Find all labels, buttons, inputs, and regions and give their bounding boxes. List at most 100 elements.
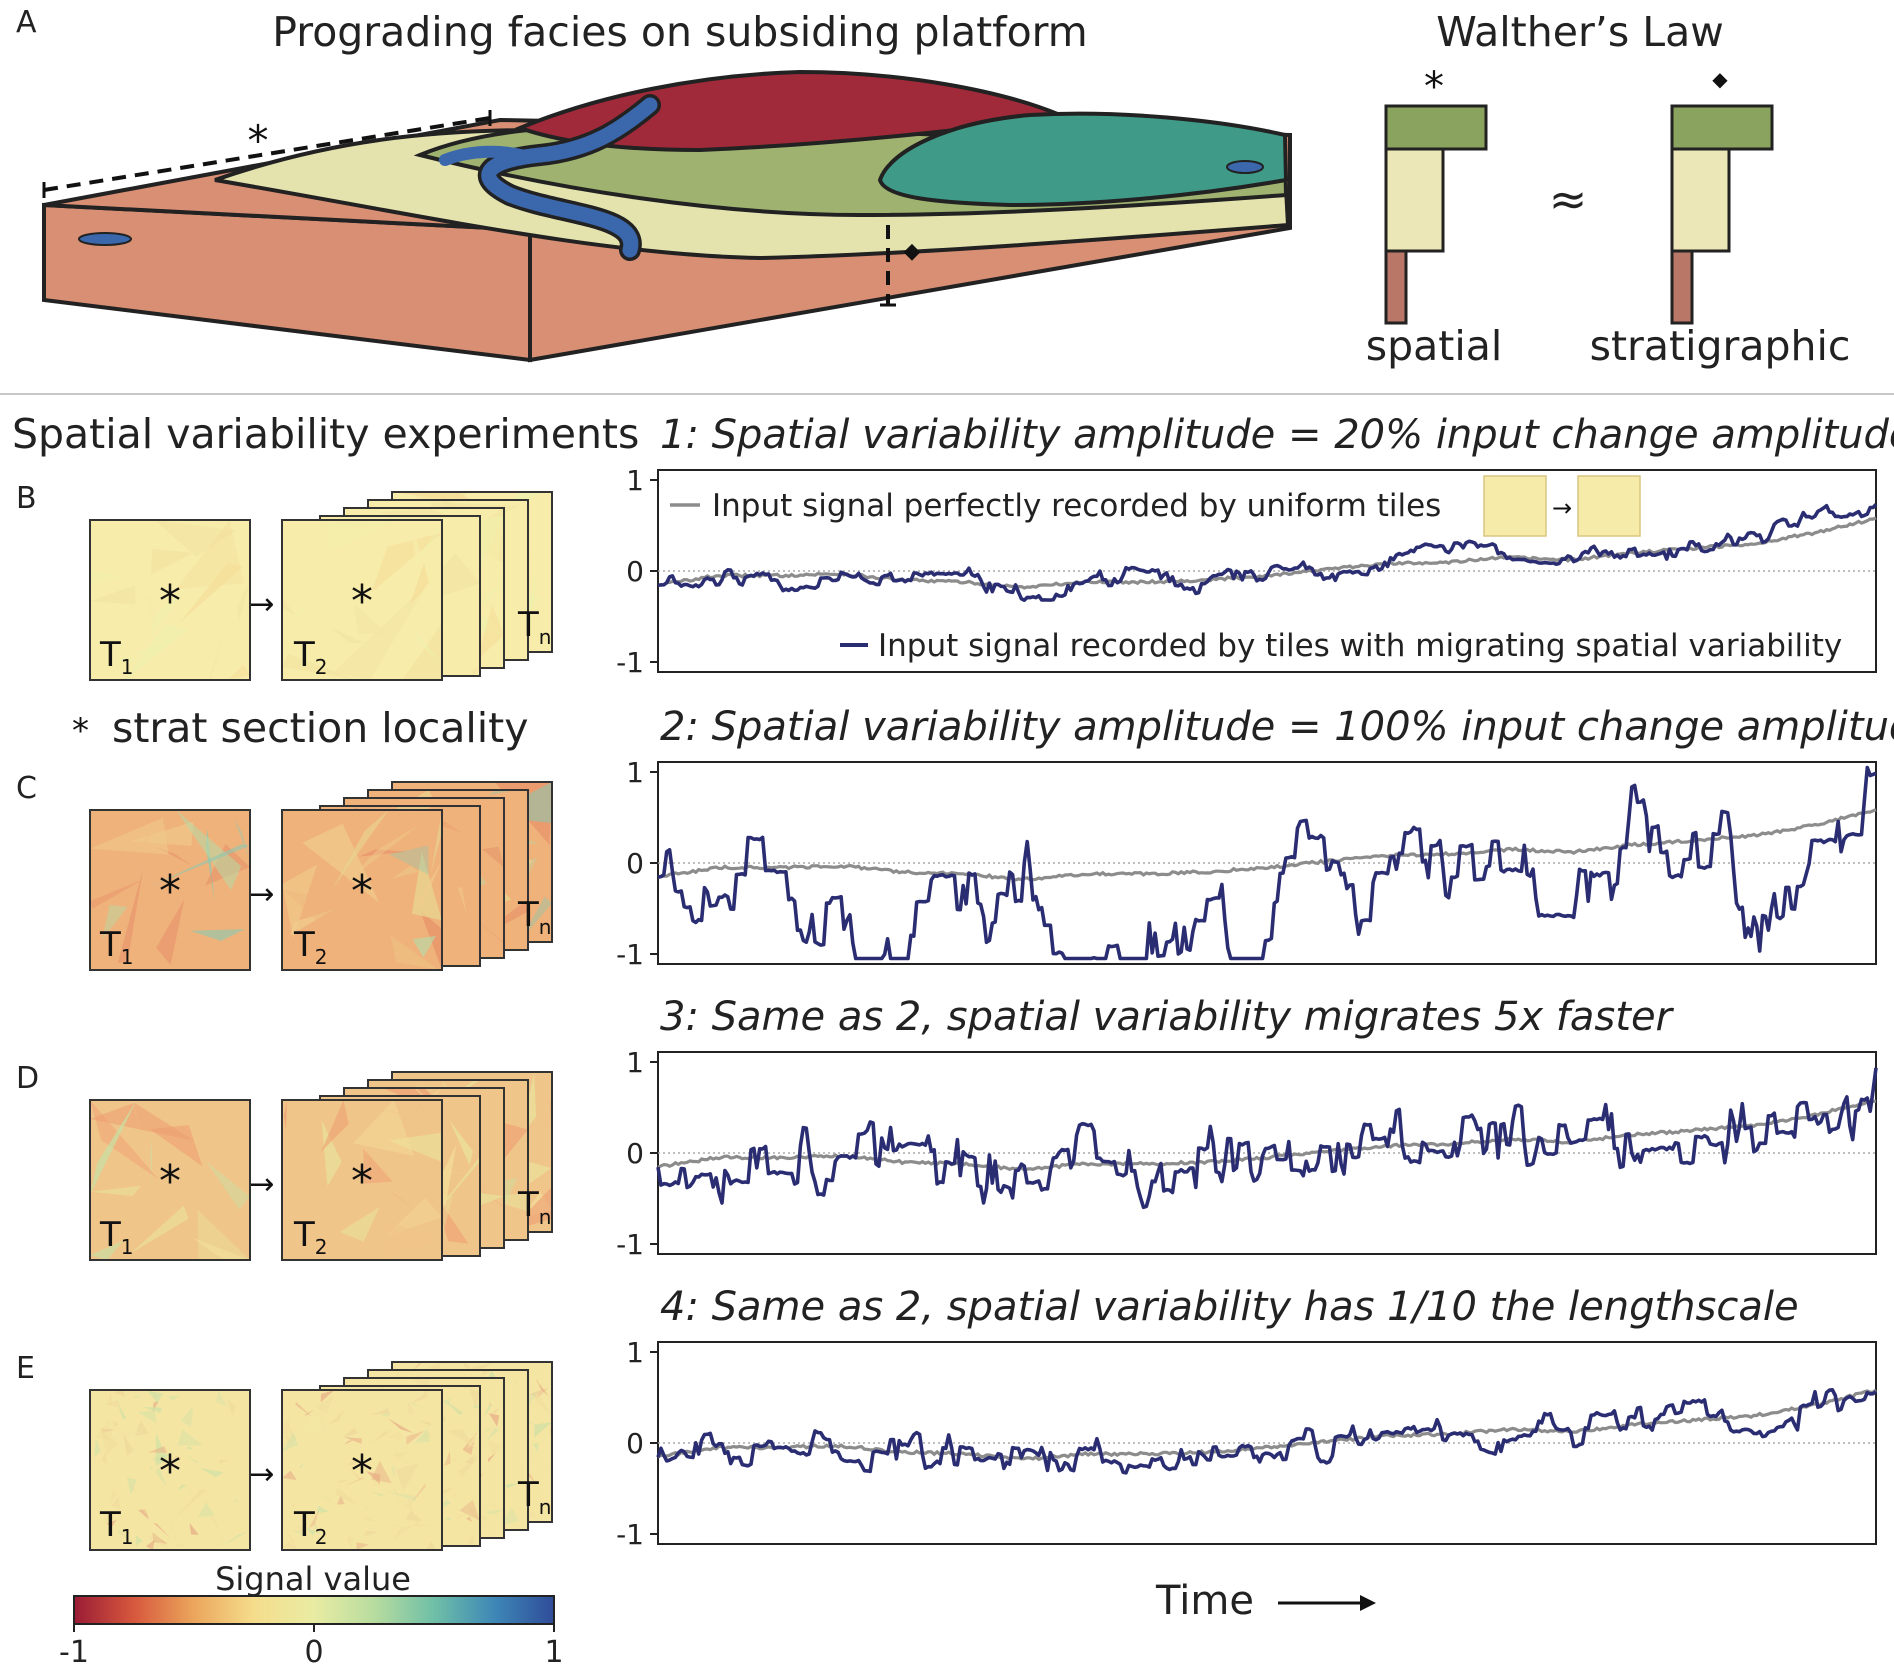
tile-texture-patch <box>508 1186 552 1232</box>
tile-texture-patch <box>206 1161 250 1210</box>
tile-texture-patch <box>290 1479 313 1506</box>
tile-texture-patch <box>152 1475 173 1496</box>
tile-texture-patch <box>153 1523 170 1538</box>
tile-texture-patch <box>409 520 423 556</box>
tile-time-label: T2 <box>293 635 328 679</box>
tile-texture-patch <box>488 1452 496 1463</box>
tile-texture-patch <box>90 828 156 927</box>
walther-strat-green <box>1670 104 1774 151</box>
tile-texture-patch <box>90 1495 118 1506</box>
tile-texture-patch <box>289 1529 312 1538</box>
tile-texture-patch <box>409 562 429 606</box>
tile-texture-patch <box>232 1499 238 1504</box>
tile-texture-patch <box>320 1390 335 1403</box>
tile-texture-patch <box>215 1393 239 1396</box>
tile-texture-patch <box>148 1446 168 1453</box>
series-line-recorded <box>657 503 1878 602</box>
panel-letter: E <box>16 1351 35 1386</box>
colorbar-bar <box>73 1595 555 1625</box>
tile-texture-patch <box>200 1468 224 1478</box>
tile-texture-patch <box>347 1533 353 1550</box>
walther-law-diagram: Walther’s Law * ≈ ◆ spatial stratigraphi… <box>1366 8 1851 370</box>
tile-texture-patch <box>344 1439 356 1445</box>
tile-texture-patch <box>385 1525 400 1527</box>
tile-texture-patch <box>387 1431 404 1441</box>
tile-texture-patch <box>346 1457 359 1465</box>
y-tick-label: 1 <box>626 464 644 497</box>
tile-texture-patch <box>166 1395 180 1401</box>
tile-texture-patch <box>353 1100 415 1156</box>
tile-texture-patch <box>143 595 159 642</box>
tile-texture-patch <box>182 1405 186 1407</box>
uniform-tile-arrow: → <box>1552 494 1572 522</box>
tile-texture-patch <box>342 1427 358 1438</box>
tile-star: * <box>159 1156 181 1207</box>
tile-texture-patch <box>282 1524 296 1548</box>
tile-texture-patch <box>415 555 504 635</box>
tile-texture-patch <box>282 864 318 939</box>
tile-texture-patch <box>489 1403 494 1407</box>
tile-texture-patch <box>306 1527 316 1536</box>
tile-texture-patch <box>479 577 504 607</box>
tile-texture-patch <box>397 1492 401 1506</box>
tile-texture-patch <box>177 1484 187 1491</box>
tile-texture-patch <box>110 1495 120 1509</box>
tile-texture-patch <box>315 1395 334 1414</box>
chart-panel: 2: Spatial variability amplitude = 100% … <box>616 704 1894 971</box>
tile-texture-patch <box>344 1476 364 1487</box>
chart-title: 3: Same as 2, spatial variability migrat… <box>660 994 1675 1040</box>
tile-time-label: Tn <box>517 605 551 649</box>
tile-texture-patch <box>388 1516 405 1541</box>
tile-time-label: Tn <box>517 1185 551 1229</box>
left-heading: Spatial variability experiments <box>12 410 639 458</box>
tile-time-label: T2 <box>293 1505 328 1549</box>
tile-border <box>89 1389 251 1551</box>
tile-texture-patch <box>394 1451 409 1461</box>
tile-texture-patch <box>124 1406 131 1410</box>
tile-texture-patch <box>384 1393 393 1408</box>
tile-texture-patch <box>388 1132 442 1162</box>
tile-time-label: Tn <box>517 1475 551 1519</box>
tile-arrow: → <box>249 587 274 622</box>
tile-texture-patch <box>349 1536 355 1542</box>
tile-texture-patch <box>179 563 243 623</box>
tile-texture-patch <box>404 1494 412 1508</box>
walther-spatial-label: spatial <box>1366 322 1503 370</box>
tile-texture-patch <box>316 1505 329 1514</box>
tile-texture-patch <box>533 1489 552 1502</box>
colorbar: Signal value -1 0 1 <box>59 1560 564 1667</box>
tile-border <box>281 519 443 681</box>
tile-texture-patch <box>90 1100 159 1180</box>
tile-texture-patch <box>328 1408 347 1425</box>
tile-texture-patch <box>112 1420 120 1428</box>
tile-texture-patch <box>389 845 429 875</box>
series-line-input <box>657 808 1877 882</box>
tile-texture-patch <box>480 1425 495 1437</box>
tile-texture-patch <box>372 1482 381 1487</box>
tile-texture-patch <box>331 628 364 643</box>
tile-texture-patch <box>105 1390 115 1398</box>
tile-texture-patch <box>226 1397 236 1418</box>
tile-texture-patch <box>132 1100 146 1163</box>
tile-texture-patch <box>102 904 128 940</box>
y-tick-label: 1 <box>626 756 644 789</box>
tile-texture-patch <box>466 1516 473 1522</box>
walther-strat-yellow <box>1670 147 1731 253</box>
y-tick-label: 1 <box>626 1046 644 1079</box>
tile-texture-patch <box>339 1207 380 1242</box>
tile-texture-patch <box>432 1448 442 1455</box>
tile-texture-patch <box>446 1388 453 1392</box>
tile-texture-patch <box>117 869 143 963</box>
tile-texture-patch <box>535 1504 541 1522</box>
tile-texture-patch <box>469 1388 480 1409</box>
tile-border <box>89 1099 251 1261</box>
tile-texture-patch <box>282 597 296 616</box>
y-tick-label: 0 <box>626 847 644 880</box>
tile-texture-patch <box>492 1490 494 1498</box>
tile-texture-patch <box>332 1396 338 1407</box>
colorbar-tick-label-mid: 0 <box>304 1635 323 1667</box>
tile-texture-patch <box>150 1135 153 1186</box>
tile-texture-patch <box>362 1517 384 1524</box>
